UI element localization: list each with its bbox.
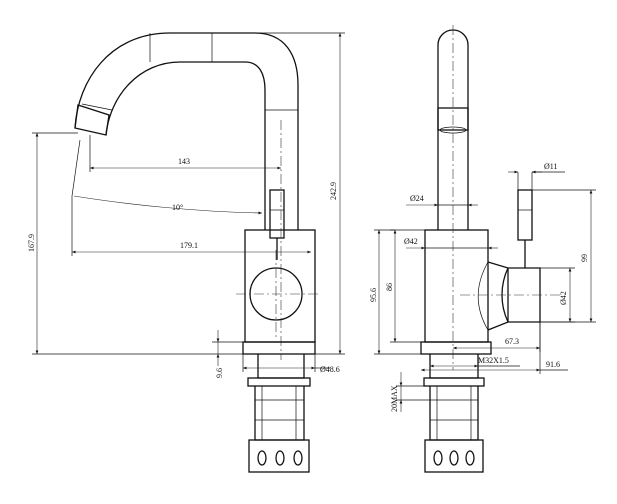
dim-143: 143 bbox=[178, 157, 190, 166]
cartridge-housing bbox=[487, 261, 541, 331]
lever-handle bbox=[269, 189, 285, 239]
base-flange bbox=[242, 341, 316, 355]
dim-diameter-48-6: Ø48.6 bbox=[320, 365, 340, 374]
body bbox=[244, 229, 316, 343]
dim-diameter-11: Ø11 bbox=[544, 162, 557, 171]
spout-outer bbox=[74, 32, 299, 230]
dim-thread-m32: M32X1.5 bbox=[478, 356, 509, 365]
side-mounting-nut bbox=[424, 439, 484, 473]
dim-angle-10: 10° bbox=[172, 203, 183, 212]
dim-179-1: 179.1 bbox=[180, 241, 198, 250]
side-lever bbox=[517, 189, 533, 241]
dim-67-3: 67.3 bbox=[505, 337, 519, 346]
spout-tip bbox=[74, 104, 110, 136]
dim-diameter-24: Ø24 bbox=[410, 194, 424, 203]
dim-86: 86 bbox=[385, 283, 394, 291]
dim-9-6: 9.6 bbox=[215, 368, 224, 378]
dim-242-9: 242.9 bbox=[329, 182, 338, 200]
dim-91-6: 91.6 bbox=[546, 360, 560, 369]
side-view: Ø11 Ø24 Ø42 Ø42 99 86 95.6 67. bbox=[369, 25, 596, 473]
spout-inner bbox=[105, 61, 266, 230]
dim-167-9: 167.9 bbox=[27, 234, 36, 252]
side-body bbox=[424, 229, 489, 343]
mounting-nut bbox=[248, 439, 310, 473]
dim-99: 99 bbox=[580, 254, 589, 262]
dim-diameter-42-top: Ø42 bbox=[404, 237, 418, 246]
dim-20-max: 20MAX bbox=[390, 385, 399, 412]
dim-95-6: 95.6 bbox=[369, 288, 378, 302]
front-view: 143 10° 179.1 167.9 242.9 9.6 Ø48.6 bbox=[27, 32, 345, 473]
dim-diameter-42-side: Ø42 bbox=[559, 291, 568, 305]
